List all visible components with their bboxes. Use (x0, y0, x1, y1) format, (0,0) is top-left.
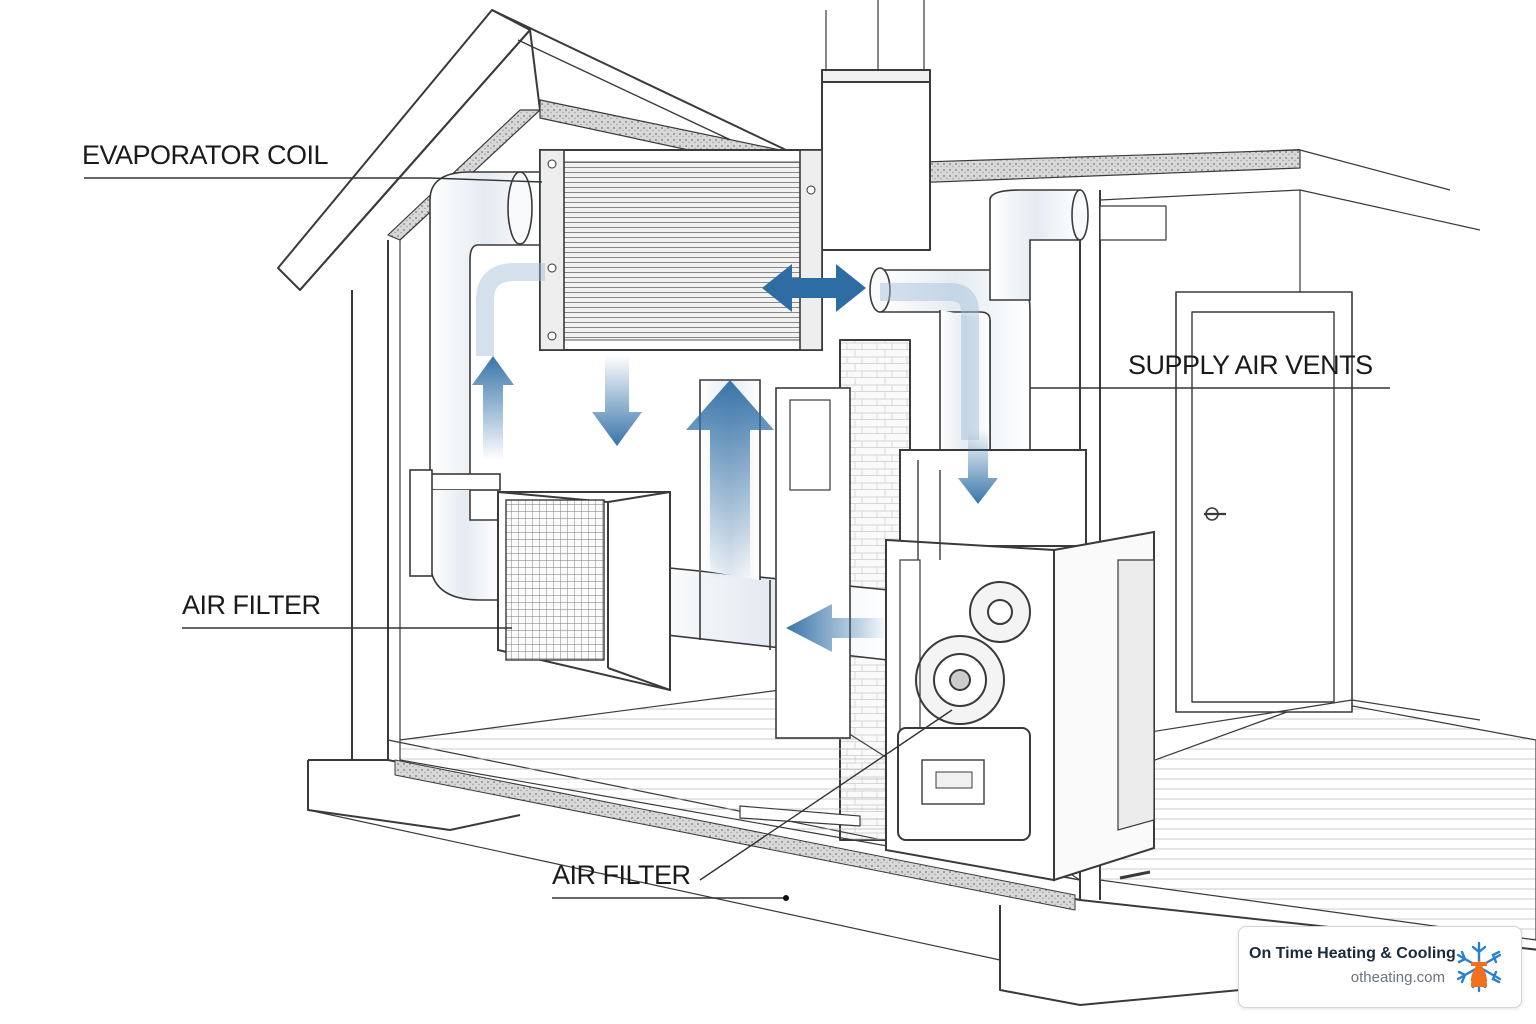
label-evaporator-coil: EVAPORATOR COIL (82, 140, 329, 170)
airflow-arrows (472, 263, 998, 652)
brand-badge[interactable]: On Time Heating & Cooling otheating.com (1238, 926, 1522, 1008)
snowflake-flame-icon (1456, 941, 1502, 993)
brand-name: On Time Heating & Cooling (1249, 945, 1456, 962)
airflow-arrow-left-return (786, 604, 890, 652)
airflow-arrow-down-center (592, 355, 642, 446)
furnace-unit (739, 387, 1155, 882)
leader-lines (84, 177, 1390, 901)
airflow-arrow-up-left (472, 356, 514, 460)
brand-url[interactable]: otheating.com (1350, 969, 1445, 986)
label-supply-air-vents: SUPPLY AIR VENTS (1128, 350, 1373, 380)
leader-evaporator-coil (84, 177, 543, 183)
label-air-filter-left: AIR FILTER (182, 590, 321, 620)
airflow-arrow-down-supply (958, 430, 998, 504)
evaporator-coil (539, 149, 823, 351)
label-air-filter-bottom: AIR FILTER (552, 860, 691, 890)
air-filter-box (497, 491, 671, 692)
airflow-arrow-bidirectional (762, 264, 866, 312)
airflow-arrow-up-center (686, 380, 774, 580)
